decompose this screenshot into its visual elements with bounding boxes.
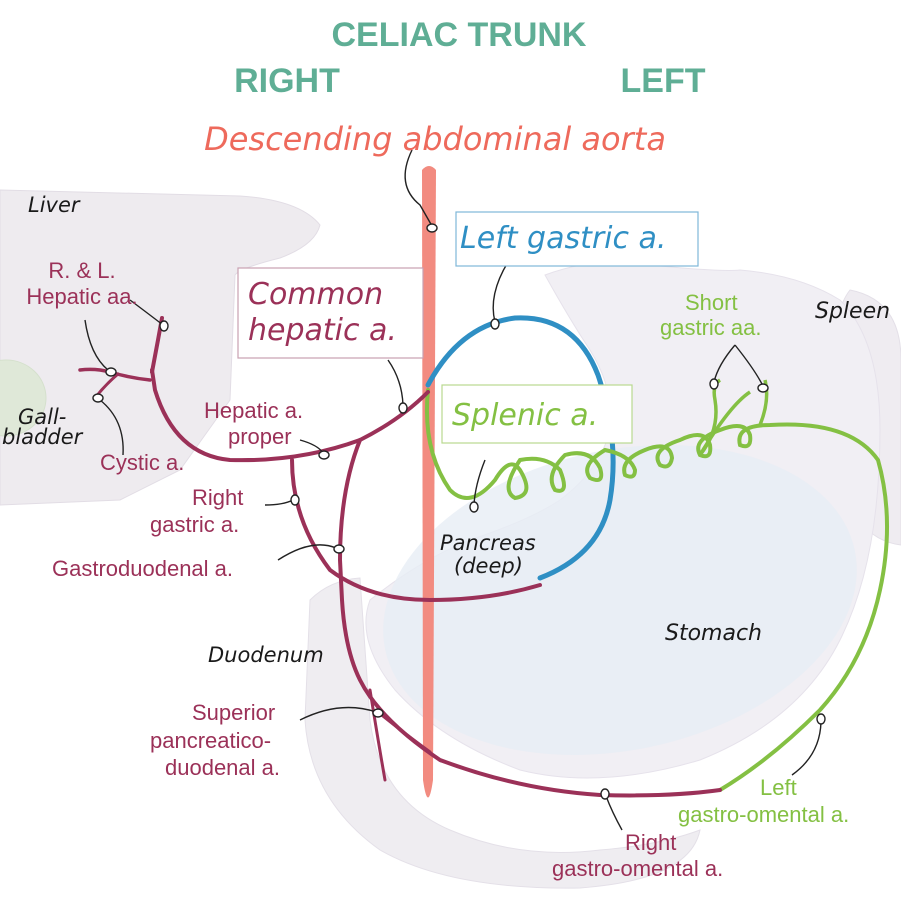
leader-aorta	[404, 149, 433, 227]
leader-ring-rl-hepatic	[159, 320, 169, 332]
splenic-label: Splenic a.	[452, 398, 598, 433]
left-gastric-artery	[425, 315, 616, 581]
header-right: RIGHT	[234, 62, 340, 100]
common-hepatic-artery	[150, 368, 430, 463]
liver-label: Liver	[28, 193, 81, 217]
gastroduodenal-label: Gastroduodenal a.	[52, 556, 233, 581]
leader-ring-aorta	[426, 223, 438, 233]
right-gastric-label-1: Right	[192, 485, 243, 510]
pancreas-label-1: Pancreas	[440, 531, 536, 555]
common-hepatic-box	[237, 267, 424, 359]
left-go-label-2: gastro-omental a.	[678, 802, 849, 827]
right-go-label-2: gastro-omental a.	[552, 856, 723, 881]
leader-left-go	[791, 721, 822, 776]
cystic-label: Cystic a.	[100, 450, 184, 475]
aorta-label: Descending abdominal aorta	[204, 120, 666, 158]
leader-right-gastric	[264, 499, 294, 506]
duodenum-shape	[304, 577, 701, 889]
left-gastric-box	[455, 211, 699, 267]
stomach-label: Stomach	[665, 621, 762, 646]
common-hepatic-label-1: Common	[248, 277, 383, 312]
gallbladder-label-1: Gall-	[18, 405, 66, 429]
leader-ring-left-go	[816, 713, 826, 725]
leader-ring-gastroduodenal	[333, 544, 345, 554]
spleen-label: Spleen	[815, 299, 890, 324]
short-gastric-label-2: gastric aa.	[660, 315, 762, 340]
sup-panc-label-3: duodenal a.	[165, 755, 280, 780]
leader-ring-right-go	[600, 788, 610, 800]
short-gastric-label-1: Short	[685, 290, 738, 315]
superior-pancreaticoduodenal-artery	[368, 688, 387, 782]
left-gastric-label: Left gastric a.	[460, 221, 666, 256]
right-go-label-1: Right	[625, 830, 676, 855]
pancreas-label-2: (deep)	[454, 554, 523, 578]
leader-common-hepatic	[387, 359, 404, 406]
leader-ring-short-gastric-2	[757, 383, 769, 393]
leader-ring-left-gastric	[490, 318, 500, 330]
leader-rl-hepatic-2	[84, 319, 109, 371]
leader-sup-panc	[299, 706, 377, 721]
leader-ring-cystic	[92, 393, 104, 403]
duodenum-label: Duodenum	[208, 643, 324, 667]
leader-gastroduodenal	[277, 544, 337, 561]
hepatic-proper-label-2: proper	[228, 424, 292, 449]
sup-panc-label-1: Superior	[192, 700, 275, 725]
upper-stomach-shape	[560, 265, 660, 400]
leader-left-gastric	[492, 261, 509, 323]
common-hepatic-label-2: hepatic a.	[248, 313, 397, 348]
leader-cystic	[99, 399, 124, 456]
short-gastric-artery-2	[758, 379, 769, 426]
leader-ring-right-gastric	[290, 494, 300, 506]
sup-panc-label-2: pancreatico-	[150, 728, 271, 753]
right-gastric-artery	[290, 458, 542, 603]
gallbladder-shape	[0, 359, 47, 437]
rl-hepatic-label-2: Hepatic aa.	[26, 284, 137, 309]
aorta	[422, 166, 436, 798]
gallbladder-label-2: bladder	[2, 425, 84, 449]
leader-ring-hepatic-proper	[318, 450, 330, 460]
stomach-inner-shape	[383, 445, 857, 755]
header-left: LEFT	[621, 62, 706, 100]
leader-ring-sup-panc	[372, 708, 384, 718]
hepatic-proper-label-1: Hepatic a.	[204, 398, 303, 423]
superior-pancreaticoduodenal-branch	[376, 710, 432, 754]
leader-ring-common-hepatic	[398, 402, 408, 414]
splenic-box	[441, 384, 633, 444]
leader-ring-short-gastric-1	[709, 378, 719, 390]
rl-hepatic-label-1: R. & L.	[48, 258, 115, 283]
leader-right-go	[605, 795, 623, 831]
right-gastric-label-2: gastric a.	[150, 512, 239, 537]
short-gastric-artery-3	[698, 390, 751, 456]
splenic-artery	[424, 388, 889, 792]
left-go-label-1: Left	[760, 775, 797, 800]
leader-ring-rl-hepatic-2	[105, 367, 117, 377]
leader-ring-splenic	[469, 501, 479, 513]
header-title: CELIAC TRUNK	[332, 16, 587, 54]
leader-short-gastric-2	[734, 344, 764, 387]
